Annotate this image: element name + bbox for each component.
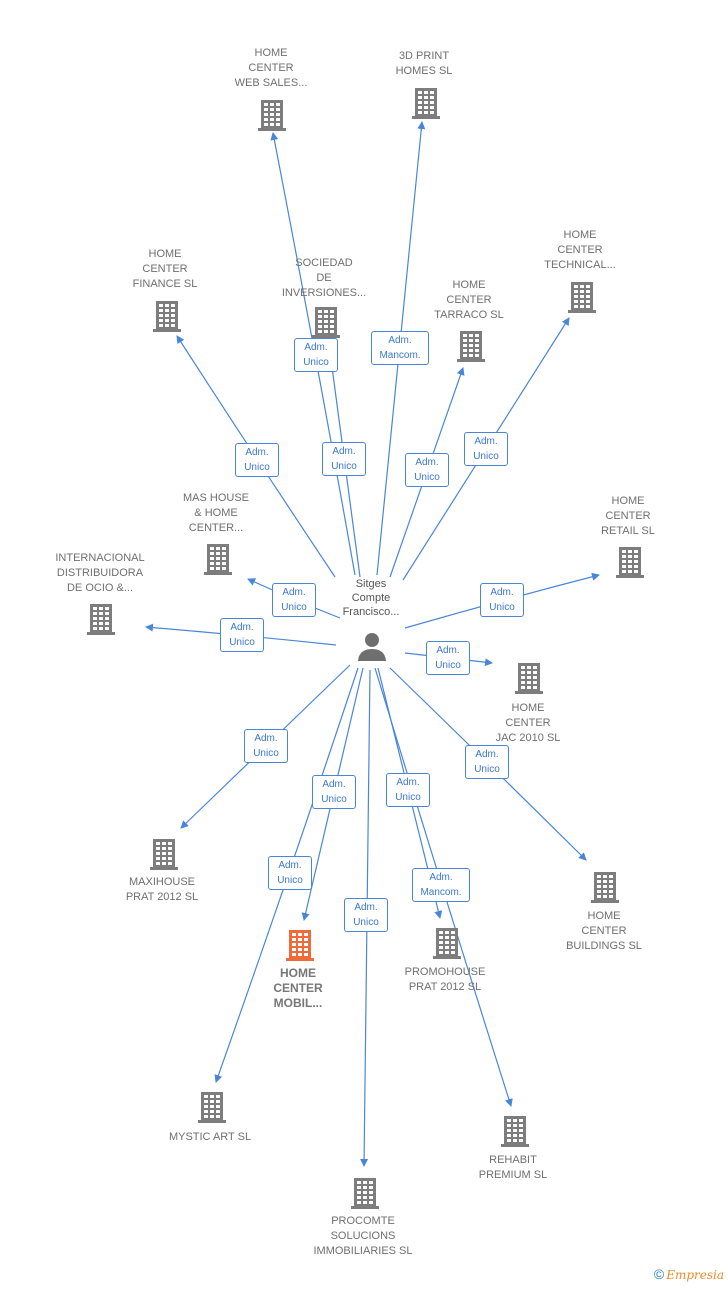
- company-name-home-center-buildings[interactable]: HOME CENTER BUILDINGS SL: [566, 910, 642, 952]
- relation-label-maxihouse-prat-2012[interactable]: Adm. Unico: [244, 729, 288, 763]
- relation-label-home-center-finance[interactable]: Adm. Unico: [235, 443, 279, 477]
- company-name-mystic-art[interactable]: MYSTIC ART SL: [168, 1131, 252, 1143]
- company-name-mas-house-home-center[interactable]: MAS HOUSE & HOME CENTER...: [182, 492, 249, 534]
- building-icon-mas-house-home-center[interactable]: [204, 544, 232, 575]
- relation-label-promohouse-prat-2012[interactable]: Adm. Unico: [386, 773, 430, 807]
- company-name-home-center-mobil[interactable]: HOME CENTER MOBIL...: [273, 966, 323, 1010]
- building-icon-rehabit-premium[interactable]: [501, 1116, 529, 1147]
- brand-logo[interactable]: Empresia: [666, 1268, 724, 1282]
- building-icon-home-center-tarraco[interactable]: [457, 331, 485, 362]
- person-icon[interactable]: [358, 633, 386, 661]
- relation-label-home-center-jac-2010[interactable]: Adm. Unico: [426, 641, 470, 675]
- building-icon-home-center-finance[interactable]: [153, 301, 181, 332]
- relation-label-3d-print-homes[interactable]: Adm. Mancom.: [371, 331, 429, 365]
- building-icon-home-center-buildings[interactable]: [591, 872, 619, 903]
- company-name-rehabit-premium[interactable]: REHABIT PREMIUM SL: [478, 1154, 548, 1181]
- building-icon-sociedad-de-inversiones[interactable]: [312, 307, 340, 338]
- company-name-promohouse-prat-2012[interactable]: PROMOHOUSE PRAT 2012 SL: [404, 966, 486, 993]
- copyright-icon: ©: [653, 1266, 665, 1282]
- relation-label-mas-house-home-center[interactable]: Adm. Unico: [272, 583, 316, 617]
- building-icon-3d-print-homes[interactable]: [412, 88, 440, 119]
- building-icon-home-center-technical[interactable]: [568, 282, 596, 313]
- relation-label-rehabit-premium[interactable]: Adm. Mancom.: [412, 868, 470, 902]
- company-name-3d-print-homes[interactable]: 3D PRINT HOMES SL: [395, 50, 453, 77]
- company-name-procomte-solucions[interactable]: PROCOMTE SOLUCIONS IMMOBILIARIES SL: [313, 1215, 413, 1257]
- relation-label-home-center-technical[interactable]: Adm. Unico: [464, 432, 508, 466]
- company-name-home-center-tarraco[interactable]: HOME CENTER TARRACO SL: [434, 279, 504, 321]
- building-icon-procomte-solucions[interactable]: [351, 1178, 379, 1209]
- relation-label-home-center-retail[interactable]: Adm. Unico: [480, 583, 524, 617]
- company-name-home-center-retail[interactable]: HOME CENTER RETAIL SL: [601, 495, 655, 537]
- relation-label-mystic-art[interactable]: Adm. Unico: [268, 856, 312, 890]
- relation-label-home-center-mobil[interactable]: Adm. Unico: [312, 775, 356, 809]
- company-name-home-center-technical[interactable]: HOME CENTER TECHNICAL...: [544, 229, 616, 271]
- relation-label-internacional-distribuidora[interactable]: Adm. Unico: [220, 618, 264, 652]
- person-name[interactable]: Sitges Compte Francisco...: [342, 578, 400, 618]
- company-name-home-center-jac-2010[interactable]: HOME CENTER JAC 2010 SL: [495, 702, 561, 744]
- building-icon-internacional-distribuidora[interactable]: [87, 604, 115, 635]
- footer: ©Empresia: [654, 1266, 724, 1282]
- building-icon-home-center-jac-2010[interactable]: [515, 663, 543, 694]
- relation-label-home-center-tarraco[interactable]: Adm. Unico: [405, 453, 449, 487]
- company-name-home-center-web-sales[interactable]: HOME CENTER WEB SALES...: [234, 47, 308, 89]
- relation-label-sociedad-de-inversiones[interactable]: Adm. Unico: [322, 442, 366, 476]
- building-icon-mystic-art[interactable]: [198, 1092, 226, 1123]
- building-icon-maxihouse-prat-2012[interactable]: [150, 839, 178, 870]
- building-icon-home-center-web-sales[interactable]: [258, 100, 286, 131]
- relation-label-procomte-solucions[interactable]: Adm. Unico: [344, 898, 388, 932]
- building-icon-home-center-mobil[interactable]: [286, 930, 314, 961]
- building-icon-promohouse-prat-2012[interactable]: [433, 928, 461, 959]
- building-icon-home-center-retail[interactable]: [616, 547, 644, 578]
- company-name-sociedad-de-inversiones[interactable]: SOCIEDAD DE INVERSIONES...: [281, 257, 367, 299]
- company-name-home-center-finance[interactable]: HOME CENTER FINANCE SL: [132, 248, 198, 290]
- company-name-maxihouse-prat-2012[interactable]: MAXIHOUSE PRAT 2012 SL: [125, 876, 199, 903]
- relation-label-home-center-buildings[interactable]: Adm. Unico: [465, 745, 509, 779]
- company-name-internacional-distribuidora[interactable]: INTERNACIONAL DISTRIBUIDORA DE OCIO &...: [55, 552, 145, 594]
- relation-label-home-center-web-sales[interactable]: Adm. Unico: [294, 338, 338, 372]
